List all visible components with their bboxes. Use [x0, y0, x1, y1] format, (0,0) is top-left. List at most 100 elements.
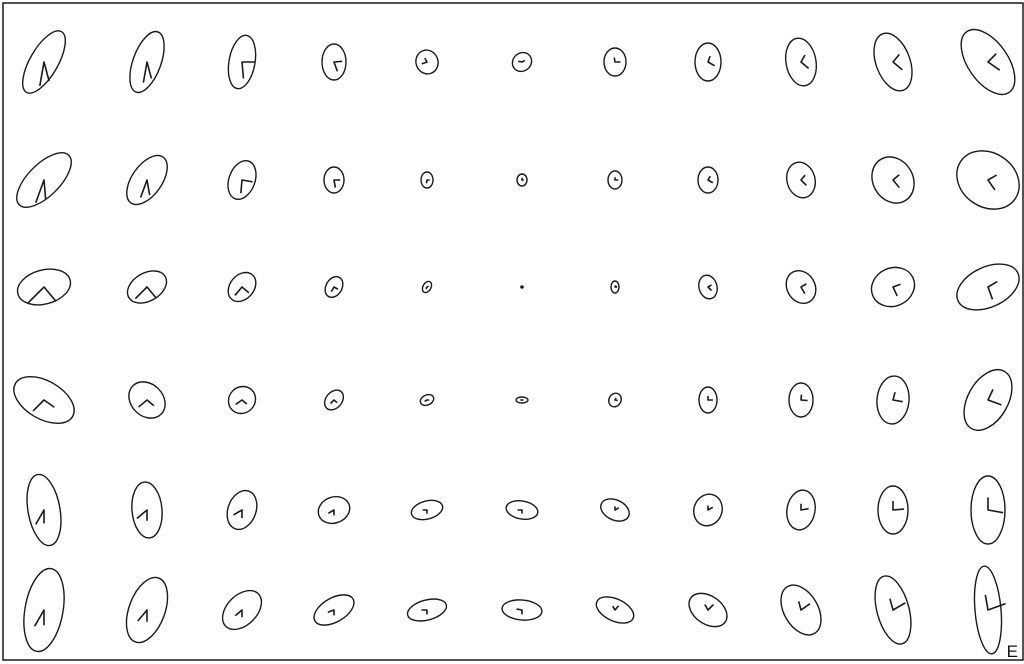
clock-outline — [950, 255, 1024, 319]
clock-5-2 — [130, 481, 165, 539]
clock-hands — [988, 497, 1003, 512]
clock-6-11 — [971, 565, 1005, 655]
clock-hands — [36, 180, 46, 203]
clock-1-2 — [123, 27, 171, 97]
clock-hands — [801, 55, 809, 68]
clock-hands — [893, 284, 901, 296]
clock-4-2 — [122, 375, 173, 426]
clock-3-10 — [865, 260, 921, 313]
clock-5-1 — [22, 472, 66, 548]
clock-hands — [138, 610, 147, 622]
clock-hands — [236, 400, 247, 404]
clock-hands — [988, 175, 997, 190]
clock-4-3 — [223, 381, 261, 419]
clock-hands — [425, 400, 430, 401]
clock-2-1 — [8, 144, 80, 216]
clock-2-2 — [119, 148, 176, 211]
clock-5-5 — [409, 497, 445, 523]
clock-hands — [36, 510, 44, 524]
clock-hands — [614, 58, 620, 62]
clock-hands — [330, 400, 337, 404]
clock-hands — [233, 510, 242, 518]
clock-1-9 — [782, 36, 820, 88]
clock-hands — [708, 396, 713, 400]
clock-2-5 — [421, 172, 433, 188]
clock-3-7 — [611, 281, 619, 293]
clock-hands — [331, 287, 338, 292]
clock-1-10 — [867, 28, 919, 96]
clock-hands — [518, 510, 522, 514]
clock-3-3 — [223, 267, 262, 307]
clock-hands — [28, 287, 56, 303]
clock-hands — [988, 282, 997, 300]
clock-3-8 — [696, 273, 720, 301]
clock-hands — [708, 506, 713, 511]
clock-hands — [708, 56, 715, 66]
clock-hands — [334, 61, 342, 71]
clock-5-4 — [315, 492, 354, 527]
clock-6-2 — [118, 572, 175, 648]
clock-hands — [893, 392, 903, 402]
clock-1-3 — [225, 33, 260, 91]
clock-1-7 — [604, 48, 626, 76]
clock-hands — [33, 400, 54, 411]
clock-hands — [893, 175, 899, 188]
clock-6-8 — [683, 586, 733, 633]
clock-1-5 — [413, 47, 442, 77]
clock-6-4 — [309, 589, 359, 632]
clock-hands — [235, 610, 242, 617]
clock-3-6 — [520, 285, 524, 289]
clock-hands — [708, 285, 712, 291]
clock-hands — [40, 62, 49, 86]
clock-6-10 — [868, 572, 917, 648]
clock-hands — [137, 510, 147, 521]
clock-hands — [422, 58, 427, 64]
clock-hands — [517, 609, 522, 614]
clock-6-1 — [18, 565, 70, 654]
clock-hands — [615, 177, 618, 180]
clock-6-7 — [592, 592, 638, 629]
clock-hands — [613, 606, 619, 610]
clock-1-8 — [695, 43, 721, 81]
clock-2-11 — [945, 139, 1024, 221]
clock-2-4 — [324, 167, 344, 193]
clock-hands — [893, 501, 904, 510]
center-dot — [520, 285, 524, 289]
clock-5-11 — [971, 476, 1005, 544]
clock-4-5 — [419, 393, 436, 408]
clock-3-9 — [780, 265, 821, 308]
clock-1-6 — [509, 49, 536, 76]
clock-hands — [615, 506, 619, 510]
clock-2-9 — [783, 159, 819, 201]
clock-5-3 — [222, 486, 262, 533]
clock-hands — [143, 62, 151, 83]
clock-hands — [988, 389, 1001, 404]
clock-outline — [950, 20, 1024, 104]
clock-2-6 — [517, 174, 527, 186]
clock-5-9 — [784, 488, 819, 532]
clock-5-6 — [505, 498, 540, 521]
clock-hands — [328, 510, 334, 515]
clock-hands — [522, 178, 524, 180]
clock-4-1 — [6, 367, 82, 433]
clock-hands — [985, 595, 1005, 610]
clock-6-5 — [405, 595, 449, 625]
clock-3-11 — [950, 255, 1024, 319]
clock-5-10 — [878, 486, 908, 534]
clock-3-5 — [421, 280, 434, 294]
clock-hands — [615, 285, 617, 287]
panel-label: E — [1007, 642, 1018, 662]
clock-4-7 — [606, 391, 623, 409]
clock-hands — [235, 287, 249, 295]
clock-hands — [799, 601, 810, 610]
clock-hands — [801, 175, 806, 185]
clock-hands — [801, 395, 808, 401]
clock-hands — [423, 510, 427, 514]
clock-hands — [139, 400, 154, 407]
clock-hands — [422, 610, 428, 615]
clock-5-8 — [689, 490, 726, 530]
clock-4-8 — [699, 387, 717, 413]
clock-hands — [426, 180, 429, 183]
clock-hands — [705, 605, 714, 610]
